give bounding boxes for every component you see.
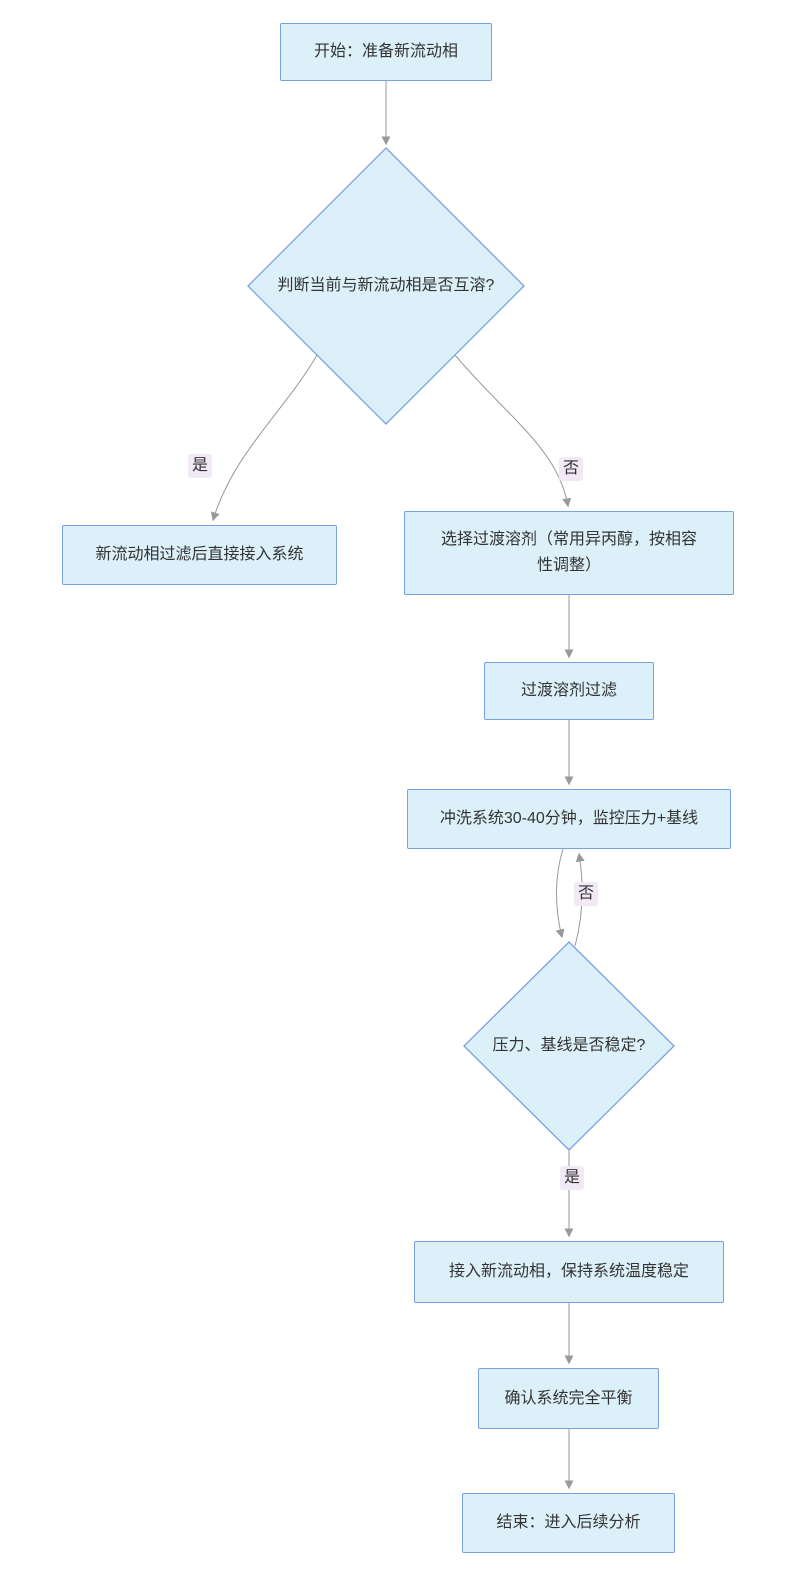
decision-stable-shape [463,941,675,1151]
node-start-label: 开始：准备新流动相 [313,43,458,60]
node-connect-new-label: 接入新流动相，保持系统温度稳定 [448,1263,689,1280]
node-confirm-equilibrium-label: 确认系统完全平衡 [504,1389,633,1407]
node-filter-transition: 过渡溶剂过滤 [484,662,654,720]
edge-label-miscible-yes: 是 [187,454,213,478]
edge-decision-miscible-no [454,354,572,508]
node-start: 开始：准备新流动相 [280,23,492,81]
edge-label-stable-no: 否 [573,882,599,906]
node-end: 结束：进入后续分析 [462,1493,675,1553]
node-end-label: 结束：进入后续分析 [496,1514,641,1531]
node-filter-transition-label: 过渡溶剂过滤 [520,682,617,699]
edge-label-stable-yes: 是 [559,1166,585,1190]
node-direct-connect-label: 新流动相过滤后直接接入系统 [95,546,304,563]
edge-flush-to-decision-stable [555,848,565,939]
node-transition-solvent: 选择过渡溶剂（常用异丙醇，按相容性调整） [404,511,734,595]
node-transition-solvent-label: 选择过渡溶剂（常用异丙醇，按相容性调整） [440,531,697,574]
node-direct-connect: 新流动相过滤后直接接入系统 [62,525,337,585]
edge-label-miscible-no: 否 [558,457,584,481]
node-flush-system: 冲洗系统30-40分钟，监控压力+基线 [407,789,731,849]
node-flush-system-label: 冲洗系统30-40分钟，监控压力+基线 [439,810,699,827]
node-connect-new: 接入新流动相，保持系统温度稳定 [414,1241,724,1303]
node-confirm-equilibrium: 确认系统完全平衡 [478,1368,659,1429]
edge-decision-miscible-yes [210,354,318,522]
decision-miscible-shape [247,147,525,425]
